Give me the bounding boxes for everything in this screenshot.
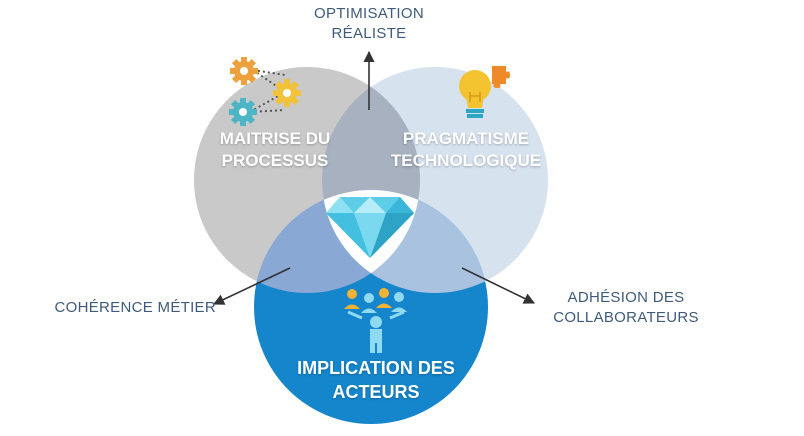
gears-icon: [229, 57, 301, 126]
pragmatisme-line-1: Pragmatisme: [402, 129, 530, 148]
circle-label-implication: Implication des acteurs: [281, 356, 471, 404]
circle-label-pragmatisme: Pragmatisme technologique: [378, 128, 554, 172]
optimisation-line-2: réaliste: [331, 25, 407, 42]
overlap-pragmatisme-implication: [322, 190, 488, 293]
optimisation-line-1: Optimisation: [314, 5, 424, 22]
label-adhesion: Adhésion des collaborateurs: [541, 288, 711, 328]
implication-line-1: Implication des: [297, 358, 455, 378]
label-coherence: Cohérence métier: [36, 298, 216, 318]
arrow-right: [461, 267, 536, 304]
maitrise-line-2: processus: [221, 151, 329, 170]
coherence-text: Cohérence métier: [54, 299, 216, 316]
maitrise-line-1: Maitrise du: [219, 129, 331, 148]
implication-line-2: acteurs: [332, 382, 420, 402]
team-leader-icon: [344, 288, 407, 353]
label-optimisation: Optimisation réaliste: [294, 4, 444, 44]
circle-label-maitrise: Maitrise du processus: [200, 128, 350, 172]
adhesion-line-1: Adhésion des: [567, 289, 685, 306]
lightbulb-puzzle-icon: [459, 66, 510, 118]
pragmatisme-line-2: technologique: [390, 151, 542, 170]
overlap-maitrise-implication: [254, 190, 420, 293]
adhesion-line-2: collaborateurs: [553, 309, 699, 326]
diamond-icon: [326, 197, 414, 258]
arrow-left: [212, 267, 291, 305]
